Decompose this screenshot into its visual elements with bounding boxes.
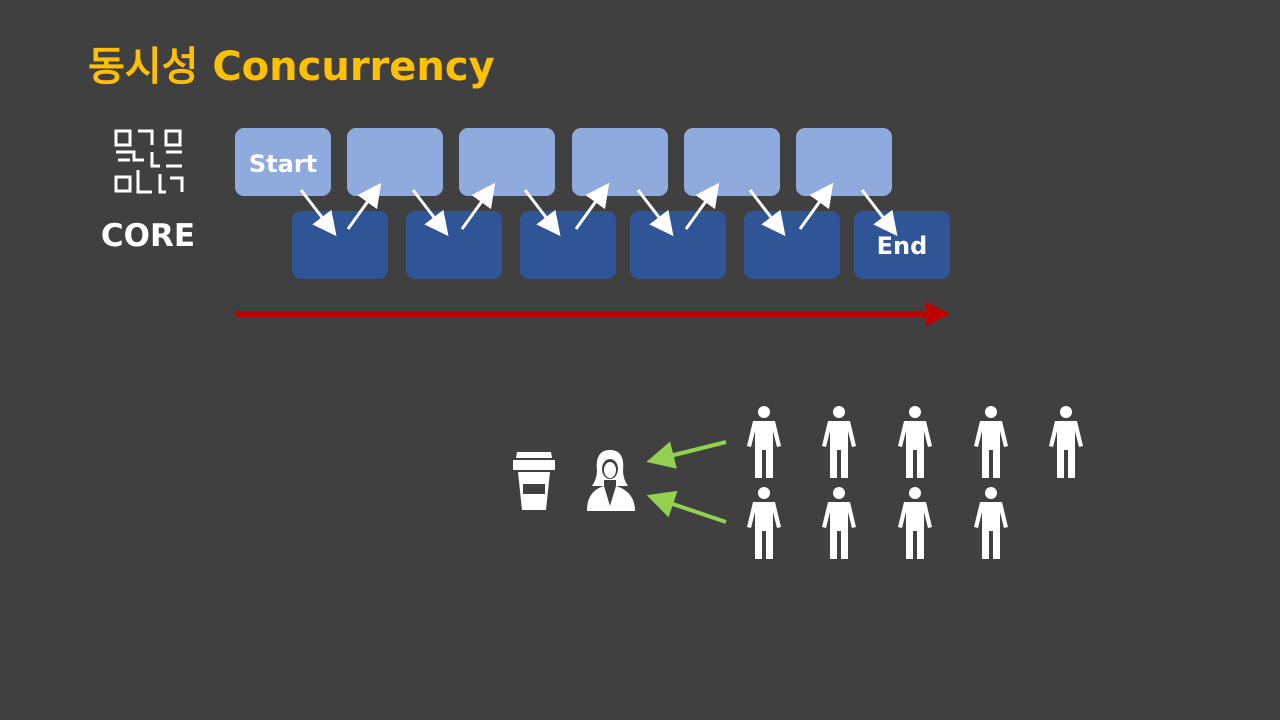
end-label: End: [877, 232, 928, 260]
switch-down-arrow-5: [748, 189, 786, 237]
task-box-top-2: [347, 128, 443, 196]
queue-arrows: [646, 440, 727, 524]
bottom-row: [292, 211, 950, 279]
switch-up-arrow-5: [798, 182, 834, 230]
task-box-bottom-4: [630, 211, 726, 279]
person-icon: [1049, 406, 1083, 478]
slide-title: 동시성 Concurrency: [88, 44, 495, 90]
chip-icon: [114, 129, 184, 194]
task-box-top-6: [796, 128, 892, 196]
task-box-bottom-2: [406, 211, 502, 279]
customer-queue: [747, 406, 1083, 559]
timeline-arrow: [235, 302, 950, 326]
switch-up-arrow-2: [460, 182, 496, 230]
switch-down-arrow-4: [636, 189, 674, 237]
person-icon: [747, 487, 781, 559]
switch-down-arrow-2: [411, 189, 449, 237]
person-icon: [898, 406, 932, 478]
person-icon: [974, 487, 1008, 559]
task-box-top-3: [459, 128, 555, 196]
coffee-cup-icon: [513, 452, 555, 510]
task-box-bottom-1: [292, 211, 388, 279]
person-icon: [898, 487, 932, 559]
barista-icon: [587, 450, 635, 511]
person-icon: [974, 406, 1008, 478]
task-box-top-4: [572, 128, 668, 196]
core-label: CORE: [100, 218, 196, 254]
person-icon: [822, 487, 856, 559]
task-box-top-1: [235, 128, 331, 196]
person-icon: [822, 406, 856, 478]
switch-up-arrow-3: [574, 182, 610, 230]
task-box-bottom-3: [520, 211, 616, 279]
top-row: [235, 128, 892, 196]
switch-up-arrow-1: [346, 182, 382, 230]
switch-down-arrow-1: [299, 189, 337, 237]
switch-down-arrow-6: [860, 189, 898, 237]
context-switch-arrows: [299, 182, 898, 237]
person-icon: [747, 406, 781, 478]
switch-up-arrow-4: [684, 182, 720, 230]
task-box-bottom-5: [744, 211, 840, 279]
task-box-top-5: [684, 128, 780, 196]
start-label: Start: [249, 150, 317, 178]
switch-down-arrow-3: [523, 189, 561, 237]
